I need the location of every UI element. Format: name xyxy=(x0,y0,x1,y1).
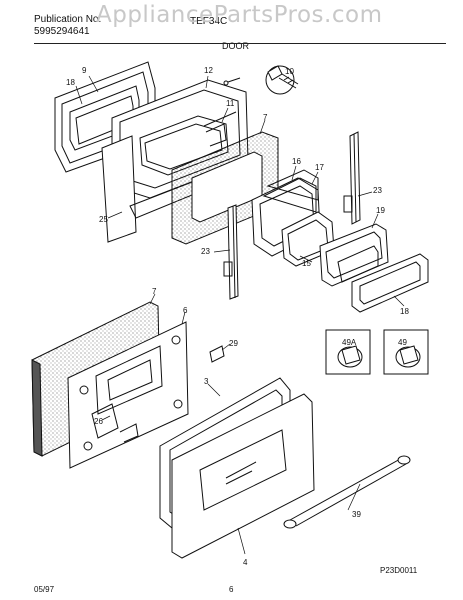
leader-lines xyxy=(75,75,405,555)
page-number: 6 xyxy=(229,585,234,594)
diagram-code: P23D0011 xyxy=(380,566,418,575)
model-number: TEF34C xyxy=(190,16,228,27)
callout-7-upper: 7 xyxy=(263,113,268,122)
callout-18: 18 xyxy=(66,78,75,87)
callout-17: 17 xyxy=(315,163,324,172)
callout-29: 29 xyxy=(229,339,238,348)
callout-49: 49 xyxy=(398,338,407,347)
footer-date: 05/97 xyxy=(34,585,55,594)
callout-49a: 49A xyxy=(342,338,357,347)
part-hinge-right xyxy=(343,131,361,225)
part-screw xyxy=(223,65,299,95)
callout-15: 15 xyxy=(302,259,311,268)
callout-6: 6 xyxy=(183,306,188,315)
section-title: DOOR xyxy=(222,41,249,51)
callout-16: 16 xyxy=(292,157,301,166)
part-bracket xyxy=(203,111,237,147)
callout-3: 3 xyxy=(204,377,209,386)
header-rule xyxy=(34,43,446,44)
part-knob-49 xyxy=(383,329,429,375)
callout-19: 19 xyxy=(376,206,385,215)
callout-7-lower: 7 xyxy=(152,287,157,296)
callout-10: 10 xyxy=(285,67,294,76)
part-outer-door xyxy=(171,393,315,559)
part-inner-panel xyxy=(67,321,189,469)
part-hinge-left xyxy=(223,204,239,300)
part-handle xyxy=(283,455,411,529)
part-drawer xyxy=(319,223,429,313)
callout-23-right: 23 xyxy=(373,186,382,195)
callout-12: 12 xyxy=(204,66,213,75)
callout-26: 26 xyxy=(94,417,103,426)
callout-25: 25 xyxy=(99,215,108,224)
callout-18-drawer: 18 xyxy=(400,307,409,316)
part-clip xyxy=(209,345,225,363)
callout-23-left: 23 xyxy=(201,247,210,256)
callout-4: 4 xyxy=(243,558,248,567)
callout-9: 9 xyxy=(82,66,87,75)
part-knob-49a xyxy=(325,329,371,375)
publication-number: 5995294641 xyxy=(34,26,90,37)
callout-39: 39 xyxy=(352,510,361,519)
callout-11: 11 xyxy=(226,99,235,108)
watermark: AppliancePartsPros.com xyxy=(96,2,383,28)
publication-label: Publication No. xyxy=(34,14,102,25)
